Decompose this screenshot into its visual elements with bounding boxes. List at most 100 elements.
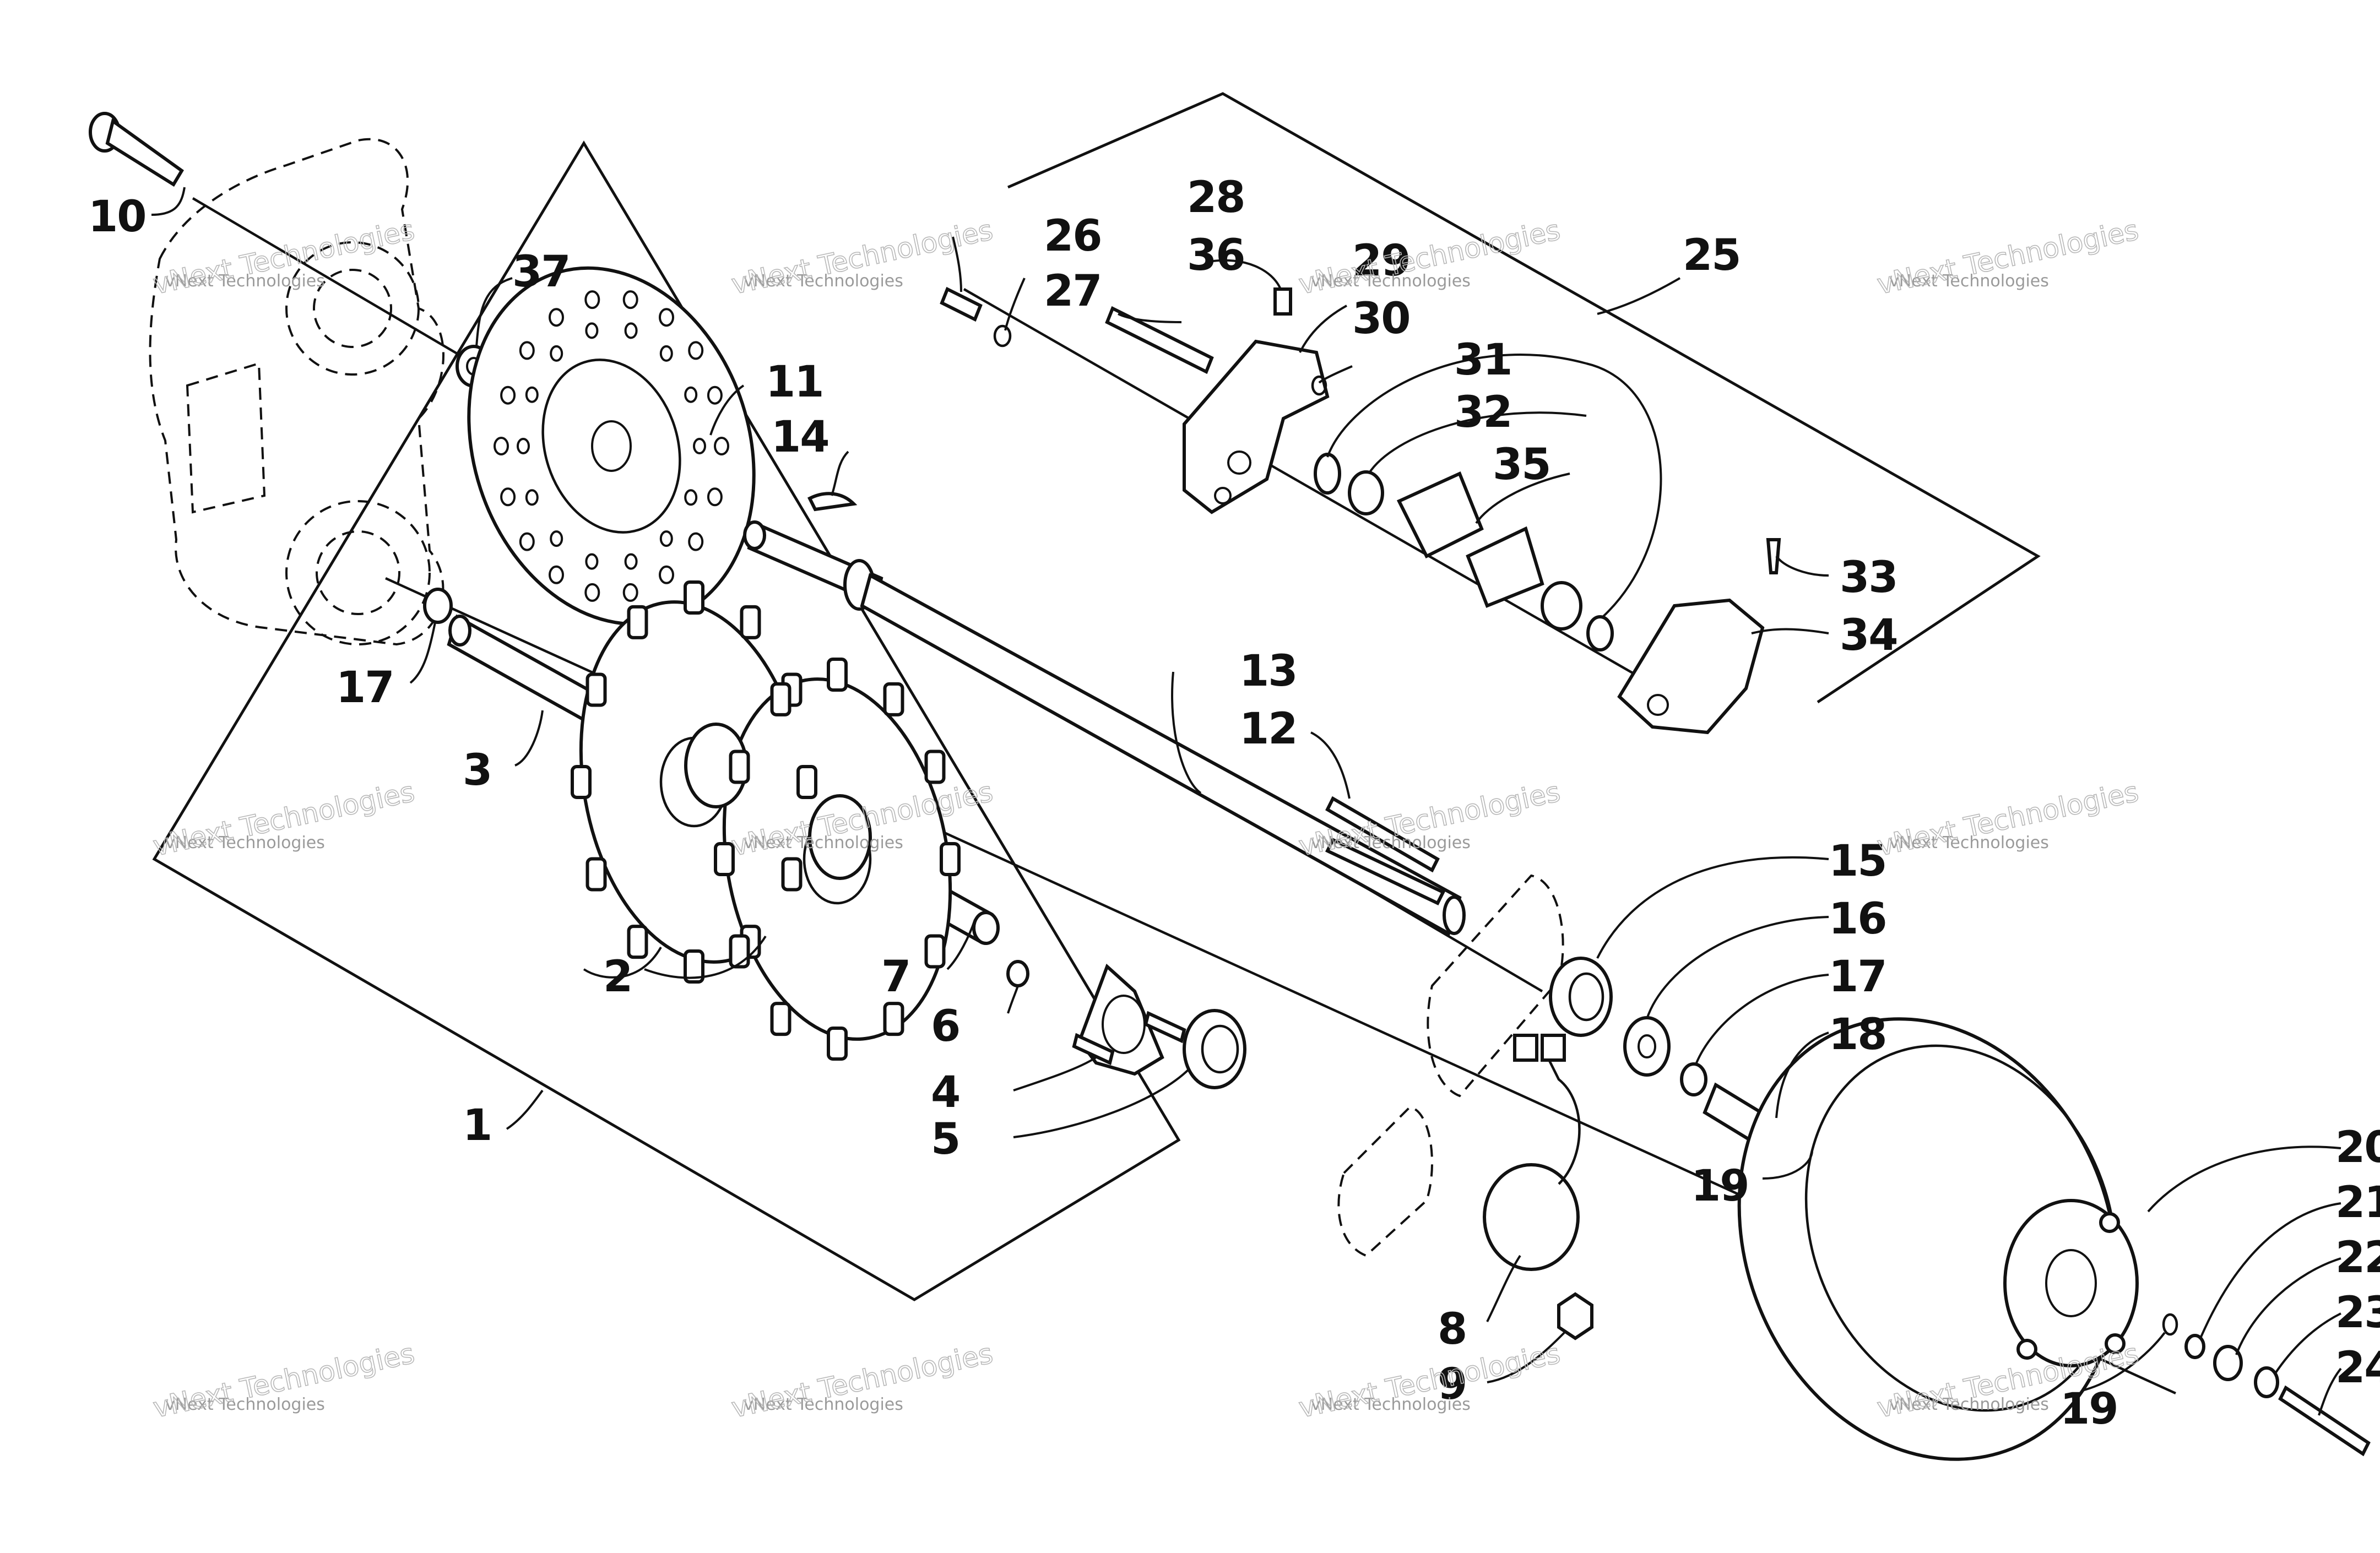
sprocket-tooth [796,765,817,799]
part-35-pads [1396,471,1544,608]
callout-5: 5 [931,1115,959,1164]
sprocket-tooth [585,857,607,892]
disc-vent-hole [517,438,530,454]
callout-32: 32 [1454,388,1512,437]
callout-35: 35 [1493,440,1550,490]
callout-26: 26 [1044,211,1102,261]
part-31-piston-seal-a [1314,453,1341,495]
sprocket-tooth [827,658,848,692]
disc-vent-hole [500,385,516,405]
part-13-jackshaft [743,520,1466,936]
watermark-text: vNext Technologies [1889,271,2049,291]
callout-17b: 17 [336,663,394,713]
disc-vent-hole [714,437,729,455]
watermark-text: vNext Technologies [1311,833,1471,852]
disc-vent-hole [707,487,723,507]
disc-vent-hole [659,308,674,327]
part-12-key [1325,796,1440,873]
sprocket-tooth [883,682,904,716]
sprocket-tooth [714,842,735,876]
disc-vent-hole [584,290,600,309]
chaincase-housing [149,138,444,646]
disc-vent-hole [549,308,564,327]
part-15-bearing [1427,874,1613,1098]
group-frame-brake-caliper [1007,92,2041,704]
sprocket-tooth [740,605,761,639]
sprocket-tooth [729,934,750,969]
part-27-washer [993,324,1012,347]
disc-vent-hole [585,553,599,570]
part-34-caliper-outer [1617,598,1765,735]
disc-vent-hole [659,565,674,584]
leader-lines [151,187,2342,1416]
part-36-pin [1105,306,1214,374]
callout-16: 16 [1829,894,1886,944]
part-32-piston-b [1541,581,1582,631]
part-17-seal-right [1680,1062,1707,1096]
callout-27: 27 [1044,267,1102,316]
part-26-bolt [940,286,983,322]
watermark-text: vNext Technologies [1889,1395,2049,1414]
disc-vent-hole [519,532,535,551]
callout-30: 30 [1352,294,1410,344]
callout-7: 7 [881,952,910,1002]
callout-8: 8 [1438,1305,1466,1354]
disc-vent-hole [622,290,638,309]
disc-vent-hole [659,345,673,362]
sprocket-tooth [924,750,946,784]
watermark-text: vNext Technologies [1889,833,2049,852]
part-9-nut [1557,1292,1593,1340]
sprocket-tooth [627,925,648,959]
watermark-text: vNext Technologies [744,1395,903,1414]
part-32-piston [1348,470,1384,515]
axis-caliper [963,288,1709,717]
part-31-piston-seal-b [1586,615,1614,651]
callout-20: 20 [2335,1123,2380,1172]
callout-25: 25 [1683,231,1741,280]
disc-vent-hole [549,565,564,584]
callout-28: 28 [1187,173,1245,222]
part-29-caliper-inner [1183,339,1330,514]
watermark-text: vNext Technologies [165,833,325,852]
callout-3: 3 [463,746,491,795]
callout-31: 31 [1454,335,1512,385]
callout-1: 1 [463,1101,491,1150]
disc-vent-hole [550,345,563,362]
callout-17a: 17 [1829,952,1886,1002]
callout-11: 11 [766,357,823,407]
callout-15: 15 [1829,837,1886,886]
part-2-sprockets [571,580,961,1061]
part-5-bearing [1183,1009,1246,1089]
part-17-seal-left [423,588,453,624]
sprocket-tooth [883,1002,904,1036]
part-8-sensor-plate [1337,1034,1581,1271]
callout-34: 34 [1840,611,1898,660]
watermark-text: vNext Technologies [1311,1395,1471,1414]
callout-29: 29 [1352,236,1410,286]
sprocket-tooth [827,1027,848,1061]
callout-21: 21 [2335,1178,2380,1228]
callout-10: 10 [88,192,146,242]
callout-24: 24 [2335,1343,2380,1393]
disc-vent-hole [659,530,673,547]
sprocket-tooth [770,1002,791,1036]
disc-vent-hole [707,385,723,405]
sprocket-tooth [924,934,946,969]
part-21-washer [2184,1334,2205,1359]
part-30-seal [1311,375,1327,396]
disc-vent-hole [500,487,516,507]
watermark-text: vNext Technologies [165,1395,325,1414]
disc-vent-hole [622,583,638,602]
part-11-brake-disc [467,266,756,626]
watermark-text: vNext Technologies [744,271,903,291]
sprocket-tooth [571,765,592,799]
watermark-text: vNext Technologies [1311,271,1471,291]
sprocket-tooth [729,750,750,784]
sprocket-tooth [684,949,704,984]
disc-vent-hole [519,341,535,360]
callout-37: 37 [512,247,570,297]
watermark-text: vNext Technologies [165,271,325,291]
watermark-text: vNext Technologies [744,833,903,852]
disc-vent-hole [693,438,706,454]
